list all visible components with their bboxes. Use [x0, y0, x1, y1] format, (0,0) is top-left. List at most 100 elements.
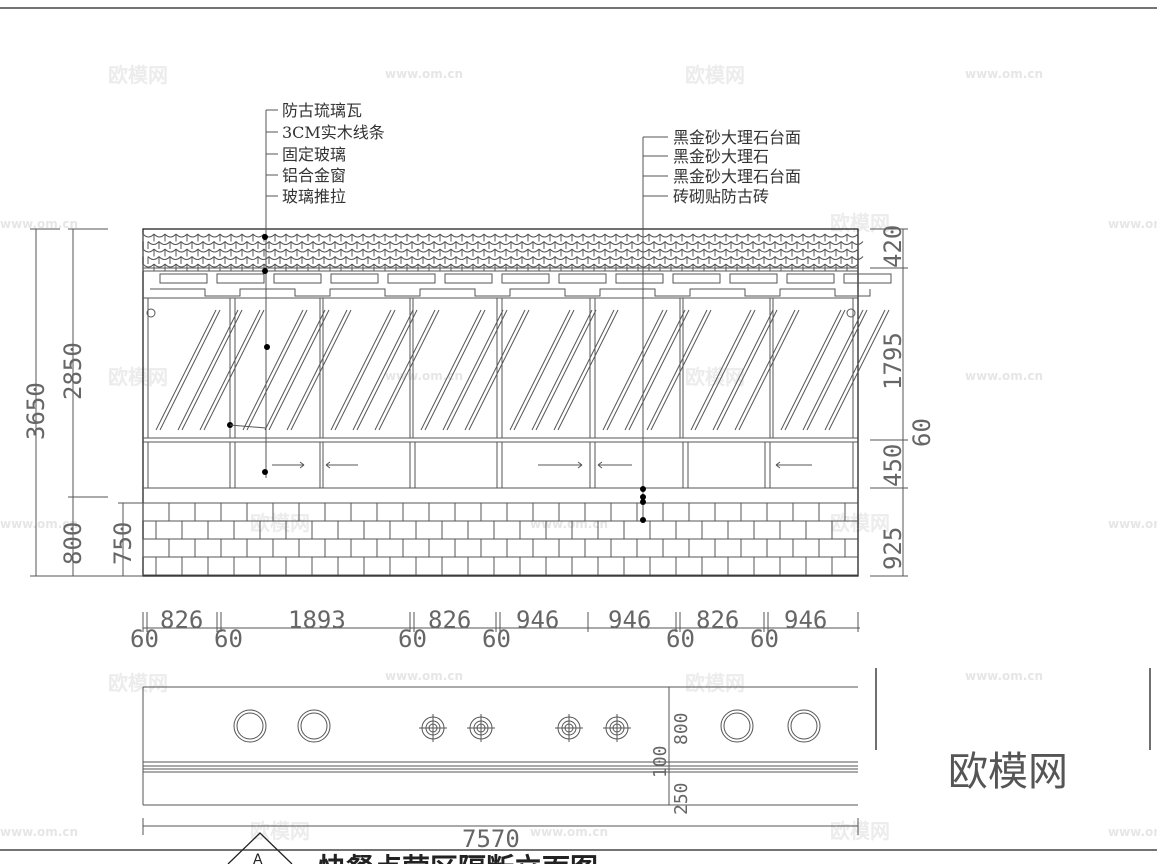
- label-brick-tile: 砖砌贴防古砖: [673, 187, 769, 206]
- watermark-url: www.om.cn: [530, 825, 608, 839]
- glass-hatch: [468, 309, 530, 431]
- dim-100: 100: [650, 745, 671, 778]
- watermark-url: www.om.cn: [0, 825, 78, 839]
- glass-hatch: [780, 309, 842, 431]
- watermark-url: www.om.cn: [965, 67, 1043, 81]
- glass-hatch: [513, 309, 575, 431]
- logo-text: 欧模网: [948, 749, 1068, 795]
- glass-hatch: [442, 309, 504, 431]
- molding-block: [786, 273, 835, 284]
- dimension-right: 420 1795 450 60 925: [870, 225, 936, 577]
- dim-946: 946: [608, 606, 651, 634]
- glass-hatch: [159, 309, 221, 431]
- glass-hatch: [464, 309, 526, 431]
- glass-hatch: [802, 309, 864, 431]
- label-wood-molding: 3CM实木线条: [282, 123, 385, 142]
- molding-block: [501, 273, 550, 284]
- watermark-url: www.om.cn: [965, 369, 1043, 383]
- dim-826: 826: [160, 606, 203, 634]
- fixed-glass-panels: [147, 298, 890, 438]
- watermark: 欧模网: [250, 511, 310, 535]
- watermark-url: www.om.cn: [1108, 517, 1157, 531]
- dim-60: 60: [750, 625, 779, 653]
- dim-946: 946: [784, 606, 827, 634]
- arrow-head: [577, 461, 583, 466]
- watermark-url: www.om.cn: [385, 369, 463, 383]
- glass-hatch: [694, 309, 756, 431]
- molding-block: [330, 273, 379, 284]
- elevation: [142, 228, 892, 577]
- dim-60: 60: [482, 625, 511, 653]
- molding-block: [387, 273, 436, 284]
- molding-block: [273, 273, 322, 284]
- watermark-url: www.om.cn: [385, 67, 463, 81]
- glass-hatch: [155, 309, 217, 431]
- arrow-head: [325, 464, 331, 469]
- glass-hatch: [712, 309, 774, 431]
- dim-60: 60: [666, 625, 695, 653]
- glass-hatch: [334, 309, 396, 431]
- glass-hatch: [177, 309, 239, 431]
- tile-row: [147, 241, 864, 245]
- watermark: 欧模网: [108, 671, 168, 695]
- sliding-glass-band: [147, 442, 854, 488]
- watermark: 欧模网: [685, 365, 745, 389]
- sink-circle: [297, 709, 331, 743]
- molding-block: [843, 273, 892, 284]
- dim-420: 420: [879, 225, 907, 268]
- dim-3650: 3650: [22, 382, 50, 440]
- label-antique-glazed-tile: 防古琉璃瓦: [282, 101, 362, 120]
- dim-750: 750: [109, 522, 137, 565]
- watermark: 欧模网: [830, 211, 890, 235]
- leader-right: [640, 136, 668, 523]
- dim-60: 60: [398, 625, 427, 653]
- glass-hatch: [446, 309, 508, 431]
- dim-826: 826: [428, 606, 471, 634]
- dim-800: 800: [59, 522, 87, 565]
- glass-hatch: [824, 309, 886, 431]
- dim-60: 60: [130, 625, 159, 653]
- dim-60: 60: [908, 418, 936, 447]
- glazed-tile-roof: [142, 233, 864, 272]
- molding-block: [216, 273, 265, 284]
- glass-hatch: [509, 309, 571, 431]
- watermark: 欧模网: [685, 671, 745, 695]
- watermark: 欧模网: [108, 63, 168, 87]
- label-aluminum-window: 铝合金窗: [282, 166, 346, 185]
- watermark: 欧模网: [108, 365, 168, 389]
- plan-view: 800 100 250 7570: [142, 668, 1151, 853]
- wood-molding-frieze: [143, 270, 892, 318]
- molding-block: [159, 273, 208, 284]
- sink-circle: [233, 709, 267, 743]
- dim-250: 250: [671, 782, 692, 815]
- drawing-title: 快餐点营区隔断立面图: [318, 852, 598, 864]
- arrow-head: [577, 464, 583, 469]
- glass-hatch: [246, 309, 308, 431]
- glass-hatch: [716, 309, 778, 431]
- glass-hatch: [424, 309, 486, 431]
- arrow-head: [325, 461, 331, 466]
- watermark: 欧模网: [830, 511, 890, 535]
- dim-1893: 1893: [288, 606, 346, 634]
- elevation-frame: [142, 228, 859, 577]
- tile-row: [142, 263, 859, 268]
- label-sliding-glass: 玻璃推拉: [282, 187, 346, 206]
- tile-row: [142, 248, 859, 253]
- dim-7570: 7570: [462, 825, 520, 853]
- watermark: 欧模网: [830, 819, 890, 843]
- watermarks: 欧模网欧模网欧模网欧模网欧模网欧模网欧模网欧模网欧模网欧模网欧模网www.om.…: [0, 63, 1157, 843]
- glass-hatch: [738, 309, 800, 431]
- glass-hatch: [734, 309, 796, 431]
- leader-left: [227, 109, 278, 478]
- label-fixed-glass: 固定玻璃: [282, 145, 346, 164]
- molding-block: [558, 273, 607, 284]
- glass-hatch: [650, 309, 712, 431]
- watermark-url: www.om.cn: [530, 517, 608, 531]
- sink-circle: [787, 709, 821, 743]
- glass-hatch: [602, 309, 664, 431]
- arrow-head: [597, 461, 603, 466]
- glass-hatch: [352, 309, 414, 431]
- sink-circle: [720, 709, 754, 743]
- glass-hatch: [199, 309, 261, 431]
